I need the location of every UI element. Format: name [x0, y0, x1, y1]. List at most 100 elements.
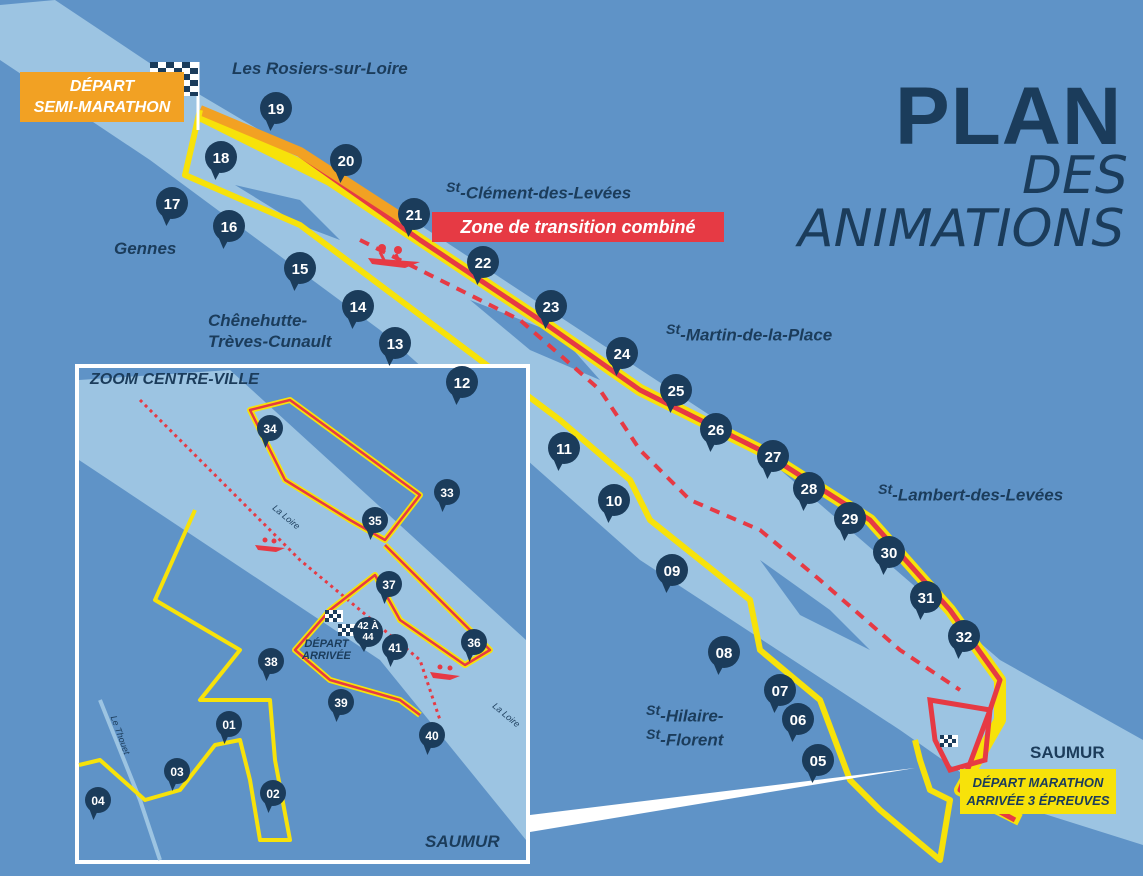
town-chenehutte: Chênehutte- Trèves-Cunault — [208, 310, 331, 353]
km-marker-circle — [362, 507, 388, 533]
km-marker-circle — [606, 337, 638, 369]
km-marker-label: 44 — [362, 632, 374, 643]
km-marker-label: 08 — [716, 645, 733, 662]
km-marker-label: 21 — [406, 207, 423, 224]
town-prefix: St — [666, 322, 681, 338]
depart-semi-line: DÉPART — [69, 78, 135, 95]
town-st-clement: St-Clément-des-Levées — [446, 180, 631, 204]
km-marker-label: 42 À — [357, 619, 378, 632]
inset-loop-34-35-red — [248, 398, 422, 542]
km-marker-circle — [598, 484, 630, 516]
km-marker-label: 40 — [425, 729, 439, 743]
km-marker-01: 01 — [216, 711, 242, 744]
depart-marathon-line: ARRIVÉE 3 ÉPREUVES — [966, 793, 1110, 808]
town-saumur: SAUMUR — [1030, 743, 1105, 762]
km-marker-32: 32 — [948, 620, 980, 659]
km-marker-circle — [535, 290, 567, 322]
title-animations: ANIMATIONS — [798, 199, 1125, 259]
town-name: -Florent — [660, 730, 724, 750]
km-marker-label: 10 — [606, 493, 623, 510]
km-marker-circle — [461, 629, 487, 655]
km-marker-circle — [446, 366, 478, 398]
km-marker-circle — [757, 440, 789, 472]
km-marker-29: 29 — [834, 502, 866, 541]
km-marker-circle — [793, 472, 825, 504]
km-marker-41: 41 — [382, 634, 408, 667]
zone-transition-label: Zone de transition combiné — [432, 212, 724, 242]
km-marker-40: 40 — [419, 722, 445, 755]
km-marker-circle — [382, 634, 408, 660]
town-rosiers: Les Rosiers-sur-Loire — [232, 59, 408, 78]
km-marker-15: 15 — [284, 252, 316, 291]
km-marker-circle — [656, 554, 688, 586]
km-marker-label: 11 — [556, 441, 572, 458]
km-marker-circle — [782, 703, 814, 735]
km-marker-30: 30 — [873, 536, 905, 575]
km-marker-37: 37 — [376, 571, 402, 604]
km-marker-circle — [342, 290, 374, 322]
km-marker-label: 26 — [708, 422, 725, 439]
km-marker-circle — [216, 711, 242, 737]
km-marker-label: 20 — [338, 153, 355, 170]
km-marker-label: 37 — [382, 578, 396, 592]
km-marker-circle — [260, 780, 286, 806]
inset-loop-36-41-red — [293, 544, 492, 716]
checkered-flag-icon — [940, 735, 958, 747]
km-marker-label: 14 — [350, 299, 367, 316]
km-marker-35: 35 — [362, 507, 388, 540]
inset-depart-arrivee: DÉPART ARRIVÉE — [302, 638, 351, 662]
km-marker-10: 10 — [598, 484, 630, 523]
km-marker-label: 36 — [467, 636, 481, 650]
km-marker-circle — [834, 502, 866, 534]
km-marker-label: 15 — [292, 261, 309, 278]
km-marker-label: 04 — [91, 794, 105, 808]
km-marker-label: 03 — [170, 765, 184, 779]
km-marker-label: 22 — [475, 255, 492, 272]
km-marker-circle — [376, 571, 402, 597]
km-marker-circle — [660, 374, 692, 406]
km-marker-label: 16 — [221, 219, 238, 236]
town-name: -Clément-des-Levées — [460, 183, 632, 203]
km-marker-circle — [284, 252, 316, 284]
town-st-hilaire: St-Hilaire- St-Florent — [646, 703, 723, 751]
km-marker-label: 33 — [440, 486, 454, 500]
town-line: Trèves-Cunault — [208, 332, 332, 352]
inset-dotted-route — [138, 398, 442, 721]
km-marker: 42 À 44 — [353, 617, 383, 652]
depart-marathon-line: DÉPART MARATHON — [972, 775, 1104, 790]
route-saumur-loop — [927, 696, 993, 773]
km-marker-circle — [85, 787, 111, 813]
town-st-lambert: St-Lambert-des-Levées — [878, 482, 1063, 506]
km-marker-label: 07 — [772, 683, 789, 700]
km-marker-label: 09 — [664, 563, 681, 580]
km-marker-label: 41 — [388, 641, 402, 655]
town-st-martin: St-Martin-de-la-Place — [666, 322, 832, 346]
km-marker-circle — [948, 620, 980, 652]
km-marker-label: 39 — [334, 696, 348, 710]
km-marker-20: 20 — [330, 144, 362, 183]
km-marker-label: 34 — [263, 422, 277, 436]
river-island — [235, 185, 340, 240]
km-marker-17: 17 — [156, 187, 188, 226]
km-marker-38: 38 — [258, 648, 284, 681]
km-marker-26: 26 — [700, 413, 732, 452]
town-line: St-Hilaire- — [646, 703, 723, 727]
km-marker-label: 01 — [222, 718, 236, 732]
km-marker-33: 33 — [434, 479, 460, 512]
km-marker-label: 06 — [790, 712, 807, 729]
depart-marathon-label: DÉPART MARATHON ARRIVÉE 3 ÉPREUVES — [960, 769, 1116, 814]
town-prefix: St — [646, 726, 661, 743]
km-marker-27: 27 — [757, 440, 789, 479]
town-prefix: St — [878, 482, 893, 498]
km-marker-circle — [330, 144, 362, 176]
km-marker-label: 27 — [765, 449, 782, 466]
km-marker-07: 07 — [764, 674, 796, 713]
km-marker-label: 19 — [268, 101, 285, 118]
km-marker-19: 19 — [260, 92, 292, 131]
town-name: -Lambert-des-Levées — [892, 485, 1064, 505]
km-marker-circle — [802, 744, 834, 776]
km-marker-label: 17 — [164, 196, 181, 213]
km-marker-09: 09 — [656, 554, 688, 593]
